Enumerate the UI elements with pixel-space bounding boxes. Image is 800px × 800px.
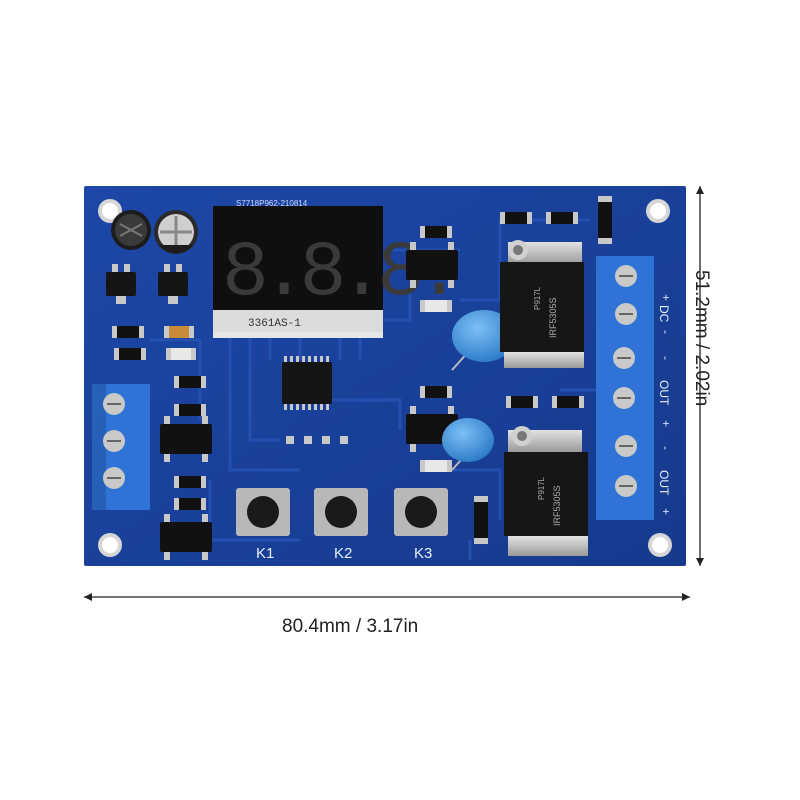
regulator-ic-left xyxy=(106,264,136,304)
mosfet-bottom-text-2: P917L xyxy=(537,476,546,500)
optocoupler-top xyxy=(406,242,458,288)
push-button-k2[interactable] xyxy=(314,488,368,536)
electrolytic-capacitor-right xyxy=(154,210,198,254)
electrolytic-capacitor-left xyxy=(111,210,151,250)
width-dimension-arrow xyxy=(84,593,690,601)
mounting-holes xyxy=(98,199,672,557)
dc-minus-label: - xyxy=(659,330,673,334)
out1-minus-label: - xyxy=(659,356,673,360)
mosfet-bottom-text-1: IRF5305S xyxy=(552,485,562,526)
out1-label: OUT xyxy=(657,380,671,406)
dc-label: DC xyxy=(657,305,671,323)
regulator-ic-right xyxy=(158,264,188,304)
out1-plus-label: + xyxy=(659,420,673,427)
main-controller-ic xyxy=(282,356,332,410)
height-dimension-arrow xyxy=(696,186,704,566)
seven-segment-display: 3361AS-1 8.8.8. xyxy=(213,206,463,338)
button-label-k3: K3 xyxy=(414,545,432,562)
mosfet-top-text-2: P917L xyxy=(533,286,542,310)
display-model-label: 3361AS-1 xyxy=(248,318,301,330)
height-dimension-label: 51.2mm / 2.02in xyxy=(691,270,712,407)
terminal-block-out1[interactable] xyxy=(596,340,654,426)
width-dimension-label: 80.4mm / 3.17in xyxy=(282,616,419,637)
smd-resistors xyxy=(112,196,612,544)
out2-plus-label: + xyxy=(659,508,673,515)
serial-silkscreen: S7718P962-210814 xyxy=(236,199,308,208)
out2-minus-label: - xyxy=(659,446,673,450)
out2-label: OUT xyxy=(657,470,671,496)
optocoupler-left-upper xyxy=(160,416,212,462)
terminal-block-dc[interactable] xyxy=(596,256,654,340)
push-button-k3[interactable] xyxy=(394,488,448,536)
button-label-k2: K2 xyxy=(334,545,352,562)
mosfet-top-text-1: IRF5305S xyxy=(548,297,558,338)
optocoupler-left-lower xyxy=(160,514,212,560)
push-button-k1[interactable] xyxy=(236,488,290,536)
button-label-k1: K1 xyxy=(256,545,274,562)
mosfet-bottom: IRF5305S P917L xyxy=(504,426,588,556)
dc-plus-label: + xyxy=(659,294,673,301)
terminal-block-out2[interactable] xyxy=(596,426,654,520)
mosfet-top: IRF5305S P917L xyxy=(500,240,584,368)
terminal-labels: + DC - - OUT + - OUT + xyxy=(657,294,673,515)
terminal-block-left[interactable] xyxy=(92,384,150,510)
test-pads xyxy=(286,436,348,444)
ceramic-capacitor-bottom xyxy=(442,418,494,471)
